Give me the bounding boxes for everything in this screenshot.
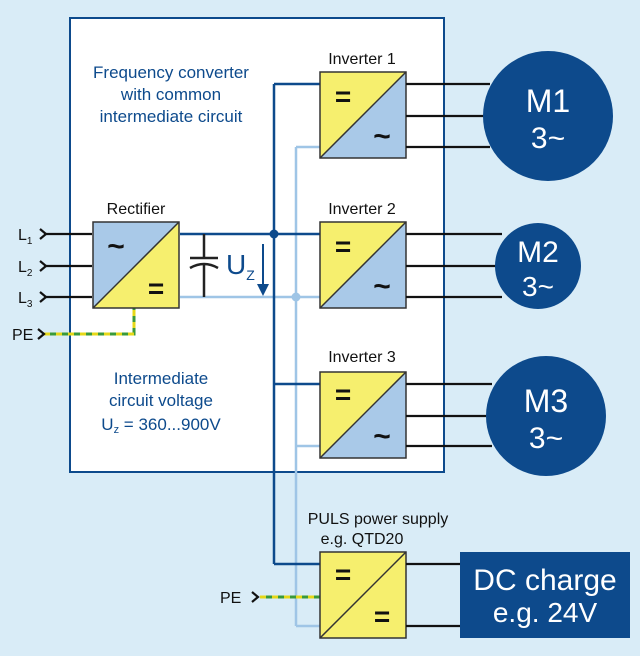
capacitor-symbol	[189, 234, 219, 297]
motor-m2-circle	[495, 223, 581, 309]
power-supply-label-line-2: e.g. QTD20	[321, 531, 404, 548]
dc-bus-positive	[180, 82, 320, 566]
inverter-1-ac-symbol: ~	[373, 120, 391, 153]
dc-charge-line-2: e.g. 24V	[493, 597, 598, 628]
input-label-l3: L3	[18, 290, 33, 310]
pe-conductor-main	[37, 308, 136, 340]
inverter-1-label: Inverter 1	[328, 51, 396, 68]
inverter-2-ac-symbol: ~	[373, 270, 391, 303]
bus-junction-dot	[269, 229, 279, 239]
rectifier-ac-symbol: ~	[107, 230, 125, 263]
inverter-3-label: Inverter 3	[328, 349, 396, 366]
inverter-box-2	[319, 221, 407, 309]
inverter-1-dc-symbol: =	[335, 81, 351, 112]
frame-title-line-2: with common	[120, 85, 221, 104]
motor-m3-circle	[486, 356, 606, 476]
input-label-l1: L1	[18, 227, 33, 247]
power-supply-box	[319, 551, 407, 639]
input-lines	[39, 228, 92, 303]
rectifier-label: Rectifier	[107, 201, 166, 218]
motor-m3-name: M3	[524, 383, 568, 419]
inverter-2-label: Inverter 2	[328, 201, 396, 218]
inverter-box-3	[319, 371, 407, 459]
inverter-2-dc-symbol: =	[335, 231, 351, 262]
rectifier-box	[92, 221, 180, 309]
pe-conductor-supply	[251, 591, 320, 603]
motor-m2-phase: 3~	[522, 271, 554, 302]
pe-main-label: PE	[12, 327, 33, 344]
inverter-3-ac-symbol: ~	[373, 420, 391, 453]
motor-m1-phase: 3~	[531, 122, 565, 155]
dc-charge-box	[460, 552, 630, 638]
dc-bus-negative	[180, 145, 320, 628]
inverter-3-dc-symbol: =	[335, 379, 351, 410]
rectifier-dc-symbol: =	[148, 273, 164, 304]
bus-junction-dot	[291, 292, 301, 302]
motor-m1-name: M1	[526, 83, 570, 119]
voltage-caption-line-2: circuit voltage	[109, 391, 213, 410]
dc-charge-line-1: DC charge	[473, 564, 616, 597]
motor-m1-circle	[483, 51, 613, 181]
input-label-l2: L2	[18, 259, 33, 279]
motor-m2-name: M2	[517, 236, 559, 269]
uz-label: UZ	[226, 249, 255, 283]
inverter-box-1	[319, 71, 407, 159]
frame-title-line-3: intermediate circuit	[100, 107, 243, 126]
voltage-caption-line-1: Intermediate	[114, 369, 209, 388]
power-supply-out-symbol: =	[374, 601, 390, 632]
uz-arrow	[257, 244, 269, 296]
motor-m3-phase: 3~	[529, 422, 563, 455]
frame-title-line-1: Frequency converter	[93, 63, 249, 82]
power-supply-label-line-1: PULS power supply	[308, 511, 449, 528]
voltage-value: Uz = 360...900V	[101, 415, 221, 436]
pe-supply-label: PE	[220, 590, 241, 607]
power-supply-in-symbol: =	[335, 559, 351, 590]
motor-lines	[406, 82, 502, 628]
